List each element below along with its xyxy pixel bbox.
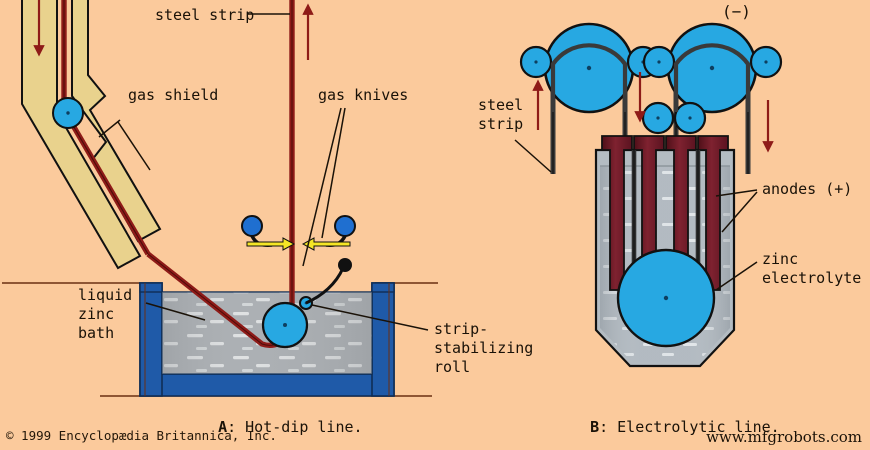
caption-a-text: : Hot-dip line. xyxy=(227,418,363,436)
copyright-notice: © 1999 Encyclopædia Britannica, Inc. xyxy=(6,428,277,443)
gas-knives xyxy=(241,215,356,251)
panel-b-electrolytic-line xyxy=(514,22,783,368)
strip-stabilizing-roll xyxy=(299,258,352,310)
anode xyxy=(697,135,729,291)
gas-knife-left-head-icon xyxy=(241,215,263,237)
strip-over-rollers xyxy=(550,43,751,112)
gas-jet-arrow-right xyxy=(301,237,351,251)
site-watermark: www.mfgrobots.com xyxy=(706,428,862,446)
label-zinc-electrolyte: zinc electrolyte xyxy=(762,250,862,287)
sink-roll xyxy=(261,301,309,349)
gas-knife-right-head-icon xyxy=(334,215,356,237)
gas-shield xyxy=(21,0,162,270)
caption-panel-a: A: Hot-dip line. xyxy=(200,400,363,436)
gas-shield-roller xyxy=(52,97,84,129)
label-steel-strip-b: steel strip xyxy=(478,96,524,133)
zinc-bath-tank xyxy=(139,282,395,397)
label-gas-knives: gas knives xyxy=(318,86,409,104)
label-steel-strip-a: steel strip xyxy=(155,6,255,24)
gas-jet-arrow-left xyxy=(246,237,296,251)
caption-b-letter: B xyxy=(590,418,600,436)
label-strip-stabilizing-roll: strip- stabilizing roll xyxy=(434,320,534,376)
bottom-conductor-roll xyxy=(616,248,716,348)
label-anodes: anodes (+) xyxy=(762,180,853,198)
label-cathode-minus: (−) xyxy=(722,2,751,21)
caption-panel-b: B: Electrolytic line. xyxy=(572,400,780,436)
label-liquid-zinc-bath: liquid zinc bath xyxy=(78,286,133,342)
label-gas-shield: gas shield xyxy=(128,86,219,104)
top-roller-group-right xyxy=(642,22,783,114)
leader-lines-a xyxy=(98,13,429,331)
caption-b-text: : Electrolytic line. xyxy=(599,418,780,436)
panel-a-hot-dip-line xyxy=(2,0,438,397)
leader-lines-b xyxy=(514,139,758,291)
flow-arrows-b xyxy=(532,72,774,153)
caption-a-letter: A xyxy=(218,418,228,436)
